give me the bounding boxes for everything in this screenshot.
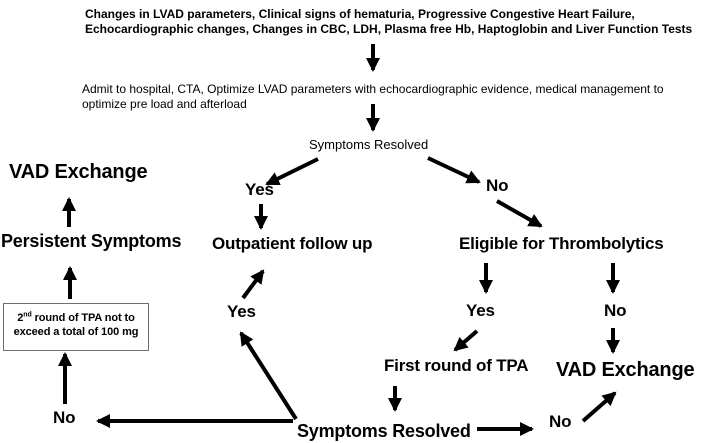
node-outpatient-follow-up: Outpatient follow up (212, 234, 373, 253)
node-yes-top: Yes (245, 180, 274, 199)
node-symptoms-resolved-bottom: Symptoms Resolved (297, 421, 471, 441)
node-symptoms-resolved-top: Symptoms Resolved (309, 137, 429, 152)
node-first-round-of-tpa: First round of TPA (384, 356, 529, 375)
tpa-box-line2: exceed a total of 100 mg (13, 326, 139, 338)
node-vad-exchange-right: VAD Exchange (556, 359, 695, 381)
admit-text-line1: Admit to hospital, CTA, Optimize LVAD pa… (82, 82, 664, 96)
node-persistent-symptoms: Persistent Symptoms (1, 231, 182, 251)
arrow-yes-to-first-round (453, 329, 479, 352)
arrow-symptoms-to-yes-mid (239, 331, 298, 421)
arrow-no-to-eligible (496, 199, 543, 228)
node-yes-thrombolytics: Yes (466, 301, 495, 320)
node-vad-exchange-left: VAD Exchange (9, 161, 148, 183)
node-no-thrombolytics: No (604, 301, 627, 320)
tpa-box-line1: 2nd round of TPA not to (17, 311, 135, 324)
arrow-symptoms-to-yes (265, 157, 319, 186)
arrow-symptoms-to-no (427, 156, 481, 184)
second-round-tpa-box: 2nd round of TPA not to exceed a total o… (3, 303, 149, 351)
arrow-yes-mid-to-outpatient (241, 269, 265, 300)
arrow-no-right-to-vad-exchange (581, 391, 617, 423)
intro-text-line2: Echocardiographic changes, Changes in CB… (85, 22, 693, 36)
admit-text-line2: optimize pre load and afterload (82, 97, 247, 111)
node-eligible-for-thrombolytics: Eligible for Thrombolytics (459, 234, 664, 253)
intro-text-line1: Changes in LVAD parameters, Clinical sig… (85, 7, 635, 21)
tpa-superscript: nd (23, 311, 32, 319)
node-yes-after-symptoms: Yes (227, 302, 256, 321)
node-no-after-symptoms-right: No (549, 412, 572, 431)
node-no-top: No (486, 176, 509, 195)
node-no-after-symptoms-left: No (53, 408, 76, 427)
